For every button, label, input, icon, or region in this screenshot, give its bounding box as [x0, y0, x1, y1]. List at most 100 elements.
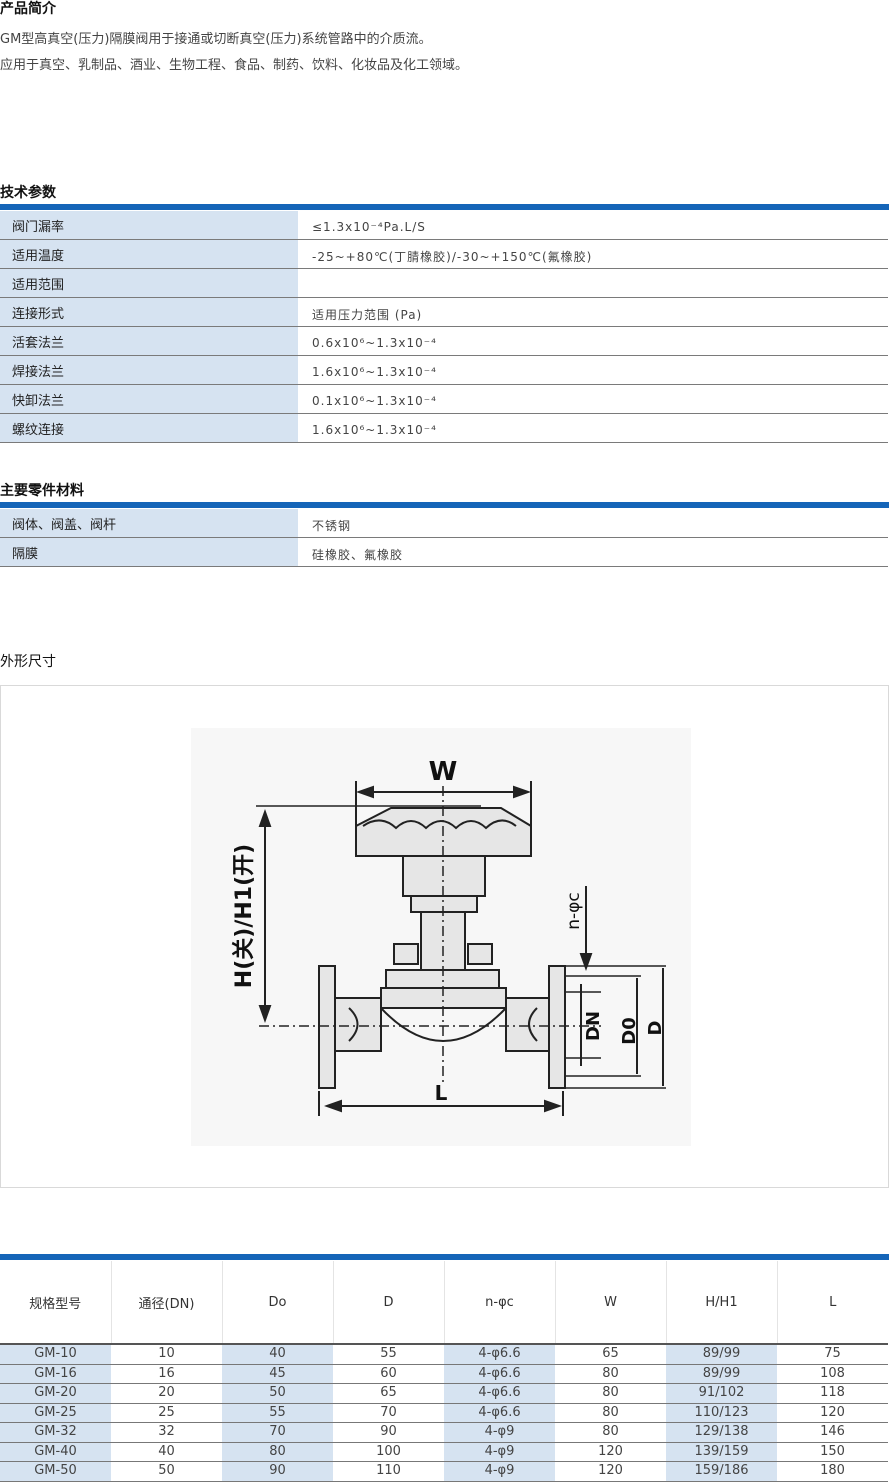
cell: 108	[777, 1364, 888, 1384]
cell: GM-25	[0, 1403, 111, 1423]
param-value	[298, 268, 888, 298]
cell: 50	[222, 1383, 333, 1404]
label-d: D	[645, 1021, 666, 1036]
cell: 50	[111, 1461, 222, 1482]
table-row: 隔膜硅橡胶、氟橡胶	[0, 537, 888, 567]
cell: 55	[222, 1403, 333, 1423]
table-row: 阀门漏率≤1.3x10⁻⁴Pa.L/S	[0, 211, 888, 240]
material-key: 阀体、阀盖、阀杆	[0, 509, 298, 538]
cell: 80	[555, 1383, 666, 1404]
cell: 120	[555, 1442, 666, 1462]
material-value: 硅橡胶、氟橡胶	[298, 537, 888, 567]
header-n-phi-c: n-φc	[443, 1261, 555, 1345]
cell: 4-φ9	[444, 1461, 555, 1482]
param-key: 活套法兰	[0, 326, 298, 356]
cell: 32	[111, 1422, 222, 1443]
cell: 10	[111, 1344, 222, 1365]
valve-drawing	[256, 781, 666, 1116]
cell: GM-10	[0, 1344, 111, 1365]
header-l: L	[776, 1261, 888, 1345]
cell: 150	[777, 1442, 888, 1462]
param-value: 1.6x10⁶~1.3x10⁻⁴	[298, 355, 888, 385]
param-key: 快卸法兰	[0, 384, 298, 414]
cell: 80	[555, 1422, 666, 1443]
cell: 129/138	[666, 1422, 777, 1443]
cell: 90	[222, 1461, 333, 1482]
cell: 20	[111, 1383, 222, 1404]
cell: 16	[111, 1364, 222, 1384]
cell: GM-16	[0, 1364, 111, 1384]
table-row: 适用温度-25~+80℃(丁腈橡胶)/-30~+150℃(氟橡胶)	[0, 239, 888, 269]
material-key: 隔膜	[0, 537, 298, 567]
label-dn: DN	[583, 1011, 604, 1041]
cell: GM-50	[0, 1461, 111, 1482]
param-key: 阀门漏率	[0, 211, 298, 240]
cell: 4-φ6.6	[444, 1403, 555, 1423]
dimensions-title: 外形尺寸	[0, 654, 56, 670]
tech-table: 阀门漏率≤1.3x10⁻⁴Pa.L/S 适用温度-25~+80℃(丁腈橡胶)/-…	[0, 211, 888, 443]
header-w: W	[554, 1261, 666, 1345]
param-value: 0.6x10⁶~1.3x10⁻⁴	[298, 326, 888, 356]
param-key: 螺纹连接	[0, 413, 298, 443]
cell: 40	[222, 1344, 333, 1365]
param-value: 0.1x10⁶~1.3x10⁻⁴	[298, 384, 888, 414]
param-value: 1.6x10⁶~1.3x10⁻⁴	[298, 413, 888, 443]
cell: 4-φ6.6	[444, 1383, 555, 1404]
cell: 89/99	[666, 1344, 777, 1365]
table-row: 适用范围	[0, 268, 888, 298]
cell: 75	[777, 1344, 888, 1365]
cell: 4-φ9	[444, 1442, 555, 1462]
param-value: -25~+80℃(丁腈橡胶)/-30~+150℃(氟橡胶)	[298, 239, 888, 269]
cell: 80	[555, 1364, 666, 1384]
materials-table: 阀体、阀盖、阀杆不锈钢 隔膜硅橡胶、氟橡胶	[0, 509, 888, 567]
cell: 4-φ9	[444, 1422, 555, 1443]
cell: 120	[555, 1461, 666, 1482]
cell: 120	[777, 1403, 888, 1423]
cell: 180	[777, 1461, 888, 1482]
material-value: 不锈钢	[298, 509, 888, 538]
cell: 45	[222, 1364, 333, 1384]
cell: 90	[333, 1422, 444, 1443]
cell: 89/99	[666, 1364, 777, 1384]
label-n-phi-c: n-φc	[564, 892, 584, 929]
materials-title: 主要零件材料	[0, 483, 84, 499]
cell: 110/123	[666, 1403, 777, 1423]
param-value: 适用压力范围 (Pa)	[298, 297, 888, 327]
param-key: 连接形式	[0, 297, 298, 327]
tech-accent-bar	[0, 204, 889, 210]
cell: 60	[333, 1364, 444, 1384]
cell: 91/102	[666, 1383, 777, 1404]
param-value: ≤1.3x10⁻⁴Pa.L/S	[298, 211, 888, 240]
cell: 118	[777, 1383, 888, 1404]
cell: 70	[333, 1403, 444, 1423]
cell: 139/159	[666, 1442, 777, 1462]
param-key: 焊接法兰	[0, 355, 298, 385]
cell: 65	[333, 1383, 444, 1404]
cell: 55	[333, 1344, 444, 1365]
cell: 146	[777, 1422, 888, 1443]
label-l: L	[435, 1081, 448, 1105]
table-row: 连接形式适用压力范围 (Pa)	[0, 297, 888, 327]
cell: 100	[333, 1442, 444, 1462]
cell: 110	[333, 1461, 444, 1482]
header-do: Do	[221, 1261, 333, 1345]
intro-line-1: GM型高真空(压力)隔膜阀用于接通或切断真空(压力)系统管路中的介质流。	[0, 32, 432, 47]
label-d0: D0	[619, 1017, 640, 1044]
label-h-h1: H(关)/H1(开)	[232, 844, 257, 988]
header-h-h1: H/H1	[665, 1261, 777, 1345]
header-model: 规格型号	[0, 1261, 111, 1345]
cell: 159/186	[666, 1461, 777, 1482]
spec-header-row: 规格型号 通径(DN) Do D n-φc W H/H1 L	[0, 1261, 888, 1345]
param-key: 适用温度	[0, 239, 298, 269]
